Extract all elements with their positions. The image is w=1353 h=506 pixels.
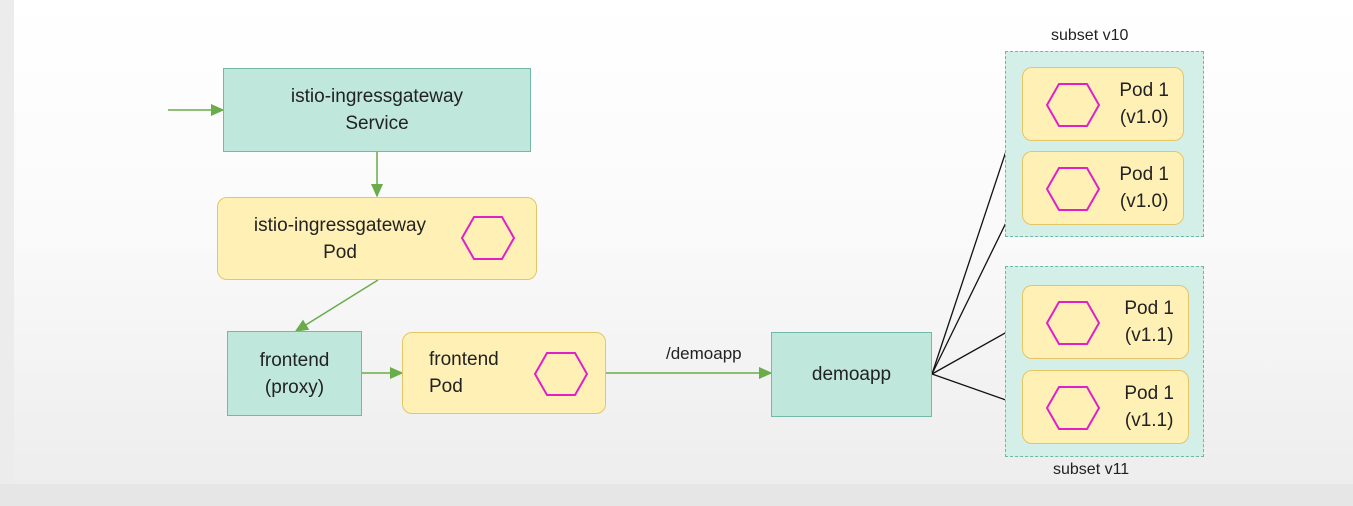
pod-v10-1-version: (v1.0) bbox=[1119, 107, 1169, 128]
left-gutter bbox=[0, 0, 14, 506]
gateway-service-kind: Service bbox=[345, 113, 409, 134]
edge-pod-to-proxy bbox=[294, 279, 379, 332]
hexagon-icon bbox=[1045, 167, 1101, 211]
pod-v11-1-name: Pod 1 bbox=[1124, 298, 1174, 319]
pod-v10-1: Pod 1 (v1.0) bbox=[1022, 67, 1184, 141]
bottom-band bbox=[0, 484, 1353, 506]
gateway-pod-kind: Pod bbox=[323, 241, 357, 263]
pod-v11-2: Pod 1 (v1.1) bbox=[1022, 370, 1189, 444]
demoapp-name: demoapp bbox=[811, 364, 892, 385]
frontend-pod-node: frontend Pod bbox=[402, 332, 606, 414]
subset-v10-label: subset v10 bbox=[1051, 27, 1129, 44]
pod-v11-1-version: (v1.1) bbox=[1124, 325, 1174, 346]
pod-v10-2-name: Pod 1 bbox=[1119, 164, 1169, 185]
hexagon-icon bbox=[1045, 386, 1101, 430]
gateway-pod-name: istio-ingressgateway bbox=[253, 214, 427, 236]
frontend-pod-kind: Pod bbox=[429, 376, 463, 397]
pod-v11-1: Pod 1 (v1.1) bbox=[1022, 285, 1189, 359]
hexagon-icon bbox=[533, 352, 589, 396]
gateway-pod-node: istio-ingressgateway Pod bbox=[217, 197, 537, 280]
frontend-pod-name: frontend bbox=[429, 349, 499, 370]
hexagon-icon bbox=[1045, 301, 1101, 345]
subset-v11-label: subset v11 bbox=[1053, 461, 1130, 478]
pod-v11-2-version: (v1.1) bbox=[1124, 410, 1174, 431]
pod-v10-2: Pod 1 (v1.0) bbox=[1022, 151, 1184, 225]
pod-v10-1-name: Pod 1 bbox=[1119, 80, 1169, 101]
pod-v11-2-name: Pod 1 bbox=[1124, 383, 1174, 404]
hexagon-icon bbox=[460, 216, 516, 260]
frontend-proxy-node: frontend (proxy) bbox=[227, 331, 362, 416]
pod-v10-2-version: (v1.0) bbox=[1119, 191, 1169, 212]
gateway-service-name: istio-ingressgateway bbox=[290, 86, 464, 107]
frontend-proxy-name: frontend bbox=[259, 349, 330, 371]
frontend-proxy-kind: (proxy) bbox=[264, 376, 325, 398]
edge-label-demoapp: /demoapp bbox=[666, 344, 742, 363]
hexagon-icon bbox=[1045, 83, 1101, 127]
demoapp-node: demoapp bbox=[771, 332, 932, 417]
gateway-service-node: istio-ingressgateway Service bbox=[223, 68, 531, 152]
